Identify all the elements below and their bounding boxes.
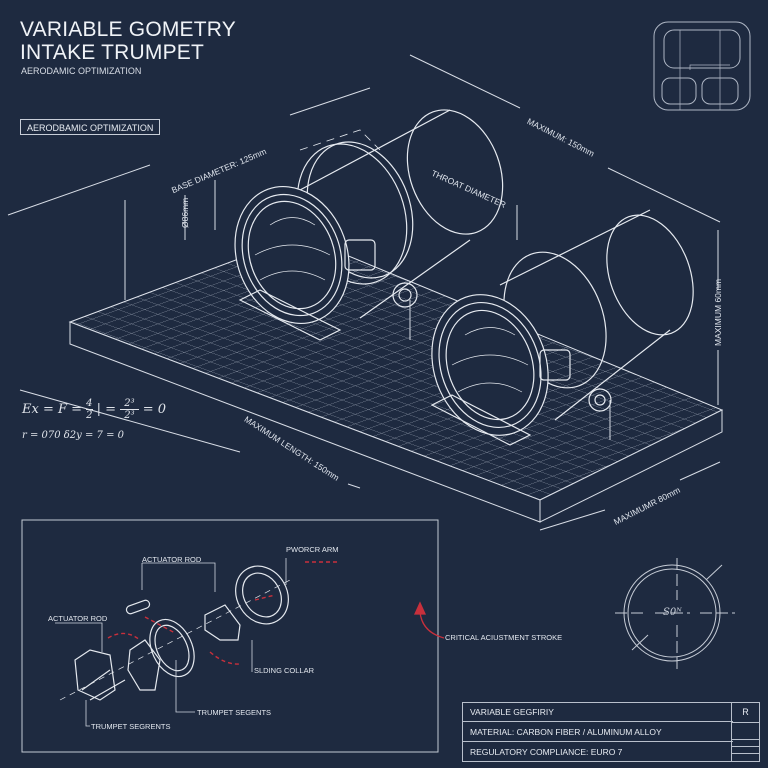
leader-lines <box>55 558 287 727</box>
title-block-compliance: REGULATORY COMPLIANCE: EURO 7 <box>470 747 623 757</box>
page-title: VARIABLE GOMETRY INTAKE TRUMPET <box>20 18 236 64</box>
section-view <box>615 558 735 670</box>
revision-label: R <box>732 703 759 723</box>
title-block-name: VARIABLE GEGFIRIY <box>463 703 733 722</box>
title-line-1: VARIABLE GOMETRY <box>20 18 236 41</box>
section-view-label: S0ᴺ <box>663 607 682 618</box>
trumpet-1 <box>234 109 504 341</box>
critical-stroke-arrow <box>413 601 445 639</box>
eq-right: = 0 <box>138 402 167 417</box>
eq-left: Ex = F = <box>22 402 87 417</box>
frac1-num: 4 <box>86 398 93 410</box>
revision-cell <box>732 747 759 754</box>
pivot-arm-label: PWORCR ARM <box>286 545 339 554</box>
small-vertical-dimension: Ø86mm <box>180 197 190 228</box>
red-motion-arrows <box>107 561 340 665</box>
subtitle: AERODAMIC OPTIMIZATION <box>21 66 142 76</box>
title-block: VARIABLE GEGFIRIY MATERIAL: CARBON FIBER… <box>462 702 760 762</box>
actuator-rod-left-label: ACTUATOR ROD <box>48 614 108 623</box>
eq-mid: | = <box>92 402 121 417</box>
revision-column: R <box>731 703 759 761</box>
frac2-num: 2³ <box>120 398 139 410</box>
exploded-parts <box>59 565 291 701</box>
intake-icon <box>653 21 751 111</box>
revision-cell <box>732 723 759 740</box>
exploded-view-frame <box>21 519 439 753</box>
title-line-2: INTAKE TRUMPET <box>20 41 205 64</box>
dimension-lines <box>7 54 721 531</box>
actuator-rod-top-label: ACTUATOR ROD <box>142 555 202 564</box>
maximum-height-label: MAXIMUM 60mm <box>713 278 723 346</box>
trumpet-segments-mid-label: TRUMPET SEGENTS <box>197 708 272 717</box>
critical-stroke-label: CRITICAL ACIUSTMENT STROKE <box>445 633 563 642</box>
frac2-den: 2³ <box>124 410 135 421</box>
trumpet-2 <box>430 209 694 446</box>
frac1-den: 2 <box>86 410 93 421</box>
boxed-label: AERODBAMIC OPTIMIZATION <box>20 119 160 135</box>
revision-cell <box>732 740 759 747</box>
sliding-collar-label: SLDING COLLAR <box>254 666 315 675</box>
equation-2: r = 070 δ2y = 7 = 0 <box>22 430 125 441</box>
title-block-material: MATERIAL: CARBON FIBER / ALUMINUM ALLOY <box>463 723 733 742</box>
grid-platform <box>68 235 724 523</box>
trumpet-segments-bottom-label: TRUMPET SEGRENTS <box>91 722 171 731</box>
